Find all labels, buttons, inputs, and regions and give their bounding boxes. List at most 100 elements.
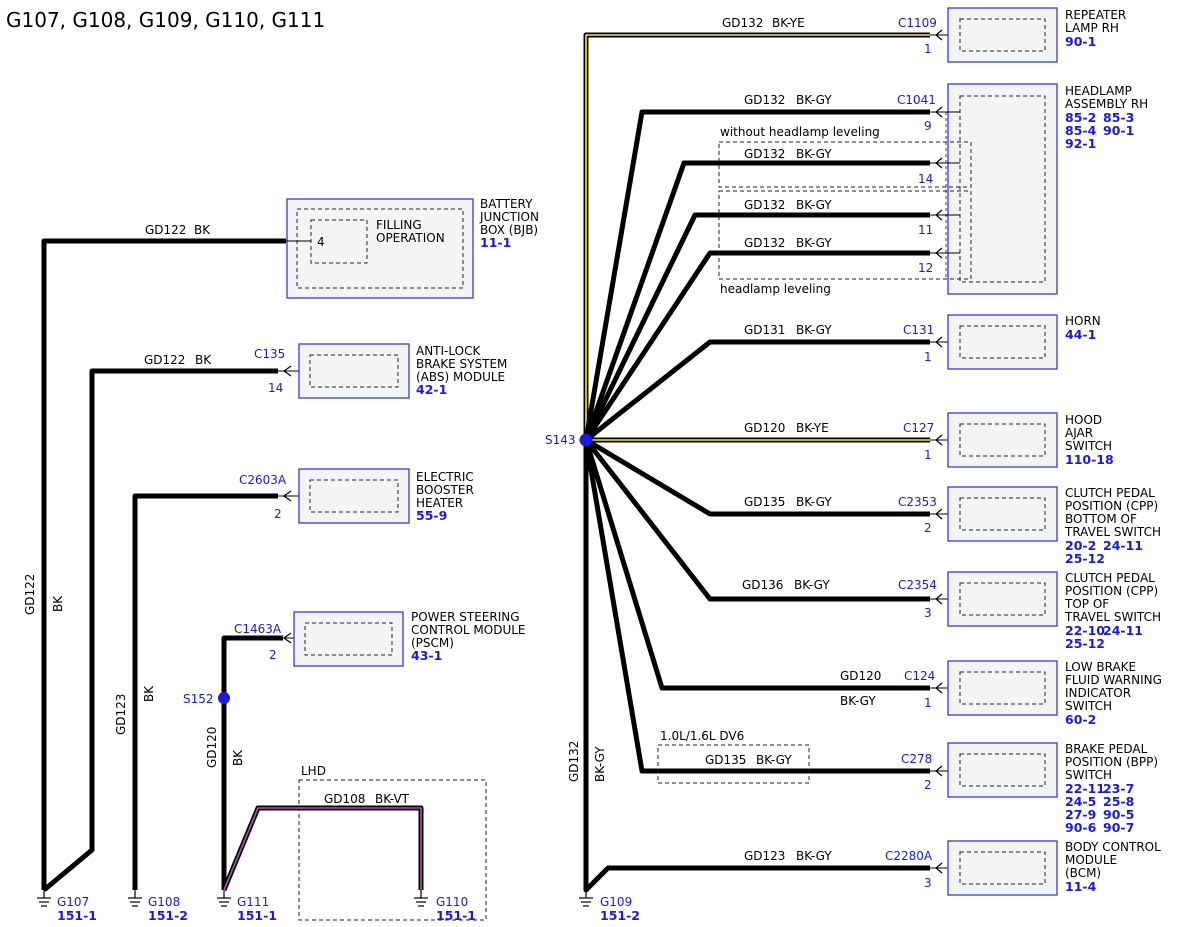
booster-heater-component[interactable] (298, 468, 410, 524)
component-name: INDICATOR (1065, 686, 1131, 700)
splice-s143[interactable] (579, 433, 593, 447)
wire-circuit-label: GD136 (742, 578, 783, 592)
ground-g111[interactable]: G111 151-1 (217, 890, 277, 923)
pin-number: 1 (924, 448, 932, 462)
connector-arrow-icon (935, 593, 943, 605)
wire-circuit-label: GD132 (744, 236, 785, 250)
wire-gd123-booster (132, 493, 278, 890)
component-name: JUNCTION (479, 210, 539, 224)
wire-color-label: BK-GY (796, 93, 832, 107)
page-ref-link[interactable]: 24-5 (1065, 794, 1096, 809)
splice-s152[interactable] (218, 692, 230, 704)
page-ref-link[interactable]: 55-9 (416, 508, 447, 523)
page-ref-link[interactable]: 27-9 (1065, 807, 1096, 822)
page-ref-link[interactable]: 20-2 (1065, 538, 1096, 553)
repeater-lamp-component[interactable] (947, 7, 1058, 63)
page-ref-link[interactable]: 22-10 (1065, 623, 1105, 638)
page-ref-link[interactable]: 90-7 (1103, 820, 1134, 835)
component-name: POWER STEERING (411, 610, 520, 624)
connector-id: C135 (254, 347, 285, 361)
connector-arrow-icon (282, 632, 292, 644)
component-inner-box (959, 423, 1046, 457)
page-ref-link[interactable]: 60-2 (1065, 712, 1096, 727)
brake-fluid-switch-component[interactable] (947, 660, 1058, 716)
component-inner-box (959, 497, 1046, 531)
page-ref-link[interactable]: 11-4 (1065, 879, 1097, 894)
wire-circuit-label: GD132 (567, 741, 581, 782)
component-inner-box (959, 18, 1046, 52)
wire-circuit-label: GD122 (145, 223, 186, 237)
bpp-switch-component[interactable] (947, 742, 1058, 798)
component-name: BODY CONTROL (1065, 840, 1161, 854)
page-ref-link[interactable]: 44-1 (1065, 327, 1096, 342)
page-ref-link[interactable]: 24-11 (1103, 538, 1143, 553)
pin-number: 2 (269, 648, 277, 662)
page-ref-link[interactable]: 90-5 (1103, 807, 1134, 822)
bjb-component[interactable] (286, 198, 474, 299)
cpp-top-component[interactable] (947, 571, 1058, 627)
component-name: (ABS) MODULE (416, 370, 505, 384)
page-ref-link[interactable]: 151-1 (57, 908, 97, 923)
page-ref-link[interactable]: 85-3 (1103, 110, 1134, 125)
page-ref-link[interactable]: 25-8 (1103, 794, 1134, 809)
connector-id: C278 (901, 752, 932, 766)
component-name: SWITCH (1065, 699, 1112, 713)
connector-id: C2280A (885, 849, 933, 863)
ground-g109[interactable]: G109 151-2 (579, 890, 640, 923)
page-ref-link[interactable]: 25-12 (1065, 551, 1105, 566)
wire-color-label: BK (51, 595, 65, 612)
page-ref-link[interactable]: 85-2 (1065, 110, 1096, 125)
hood-ajar-component[interactable] (947, 412, 1058, 468)
connector-id: C1463A (234, 622, 282, 636)
page-ref-link[interactable]: 24-11 (1103, 623, 1143, 638)
pin-number: 12 (918, 261, 933, 275)
wire-color-label: BK-YE (796, 421, 829, 435)
component-name: POSITION (BPP) (1065, 755, 1158, 769)
page-ref-link[interactable]: 151-1 (237, 908, 277, 923)
pscm-component[interactable] (293, 611, 404, 667)
wire-gd135-bpp (583, 439, 930, 774)
component-name: MODULE (1065, 853, 1117, 867)
component-name: (PSCM) (411, 636, 454, 650)
wire-circuit-label: GD120 (205, 727, 219, 768)
wire-circuit-label: GD120 (744, 421, 785, 435)
page-ref-link[interactable]: 11-1 (480, 235, 511, 250)
component-inner-box (959, 753, 1046, 787)
page-ref-link[interactable]: 43-1 (411, 648, 442, 663)
page-ref-link[interactable]: 85-4 (1065, 123, 1097, 138)
wire-color-label: BK-GY (794, 578, 830, 592)
component-inner-box (959, 95, 1046, 283)
page-ref-link[interactable]: 42-1 (416, 382, 447, 397)
page-ref-link[interactable]: 151-2 (148, 908, 188, 923)
page-title: G107, G108, G109, G110, G111 (6, 8, 325, 32)
wire-circuit-label: GD132 (722, 16, 763, 30)
component-name: HEADLAMP (1065, 84, 1132, 98)
page-ref-link[interactable]: 90-1 (1065, 34, 1096, 49)
connector-id: C2354 (898, 578, 937, 592)
ground-g110[interactable]: G110 151-1 (414, 890, 476, 923)
page-ref-link[interactable]: 23-7 (1103, 781, 1134, 796)
page-ref-link[interactable]: 22-11 (1065, 781, 1105, 796)
ground-g107[interactable]: G107 151-1 (37, 890, 97, 923)
abs-component[interactable] (298, 343, 410, 399)
bcm-component[interactable] (947, 840, 1058, 896)
page-ref-link[interactable]: 151-2 (600, 908, 640, 923)
page-ref-link[interactable]: 90-6 (1065, 820, 1097, 835)
horn-component[interactable] (947, 314, 1058, 370)
page-ref-link[interactable]: 110-18 (1065, 452, 1114, 467)
cpp-bottom-component[interactable] (947, 486, 1058, 542)
page-ref-link[interactable]: 92-1 (1065, 136, 1096, 151)
dv6-variant-box (657, 744, 810, 784)
lhd-variant-box (298, 779, 487, 921)
page-ref-link[interactable]: 25-12 (1065, 636, 1105, 651)
page-ref-link[interactable]: 90-1 (1103, 123, 1134, 138)
bjb-inner-label: OPERATION (376, 231, 445, 245)
wire-color-label: BK-GY (593, 746, 607, 782)
component-name: REPEATER (1065, 8, 1126, 22)
page-ref-link[interactable]: 151-1 (436, 908, 476, 923)
ground-g108[interactable]: G108 151-2 (128, 890, 188, 923)
headlamp-assembly-component[interactable] (947, 83, 1058, 295)
wire-color-label: BK-GY (840, 694, 876, 708)
variant-label: headlamp leveling (720, 282, 831, 296)
variant-label: 1.0L/1.6L DV6 (660, 729, 744, 743)
